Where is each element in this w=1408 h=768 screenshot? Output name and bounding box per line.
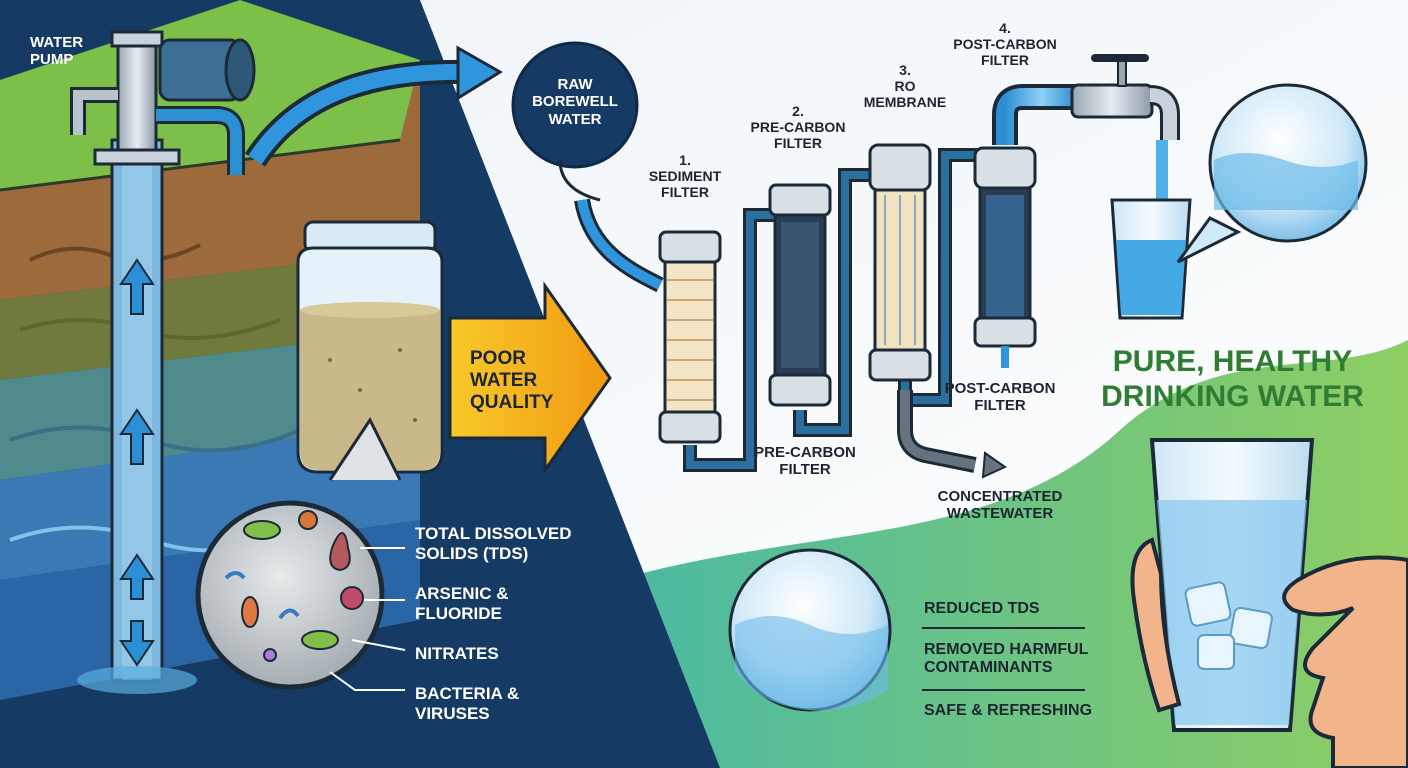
post-carbon-lower-label: POST-CARBON FILTER <box>935 380 1065 415</box>
contaminant-tds: TOTAL DISSOLVED SOLIDS (TDS) <box>415 524 571 563</box>
contaminant-nitrates: NITRATES <box>415 644 499 664</box>
raw-line-1: RAW <box>557 76 593 93</box>
stage-2-label: 2. PRE-CARBON FILTER <box>738 103 858 151</box>
poor-quality-callout: POOR WATER QUALITY <box>470 348 560 414</box>
raw-line-3: WATER <box>548 110 602 128</box>
water-closeup-bubble <box>1176 83 1368 264</box>
raw-line-2: BOREWELL <box>532 93 618 111</box>
hand-with-glass <box>1130 438 1408 768</box>
pre-carbon-lower-1: PRE-CARBON <box>754 444 856 461</box>
arsenic-line-1: ARSENIC & <box>415 584 509 603</box>
germ-icon <box>340 586 364 610</box>
virus-icon <box>329 532 351 572</box>
stage-2-name-2: FILTER <box>774 135 822 152</box>
stage-3-label: 3. RO MEMBRANE <box>850 62 960 110</box>
bacteria-line-2: VIRUSES <box>415 703 490 723</box>
headline-line-1: PURE, HEALTHY <box>1112 345 1353 378</box>
water-pump <box>70 30 256 175</box>
pre-carbon-lower-2: FILTER <box>779 461 831 479</box>
post-carbon-lower-1: POST-CARBON <box>944 380 1056 397</box>
pump-label-line-1: WATER <box>30 34 84 51</box>
stage-3-name-2: MEMBRANE <box>863 94 947 111</box>
arsenic-line-2: FLUORIDE <box>415 603 502 623</box>
raw-water-label: RAW BOREWELL WATER <box>520 76 630 128</box>
stage-4-name-1: POST-CARBON <box>953 36 1057 53</box>
ice-cube-icon <box>1184 581 1232 627</box>
water-jar <box>296 220 444 474</box>
hand-icon <box>1282 555 1408 768</box>
contaminant-bacteria: BACTERIA & VIRUSES <box>415 684 519 723</box>
benefit-3-text: SAFE & REFRESHING <box>924 702 1093 719</box>
stage-1-label: 1. SEDIMENT FILTER <box>630 152 740 200</box>
benefit-safe-refreshing: SAFE & REFRESHING <box>924 702 1134 720</box>
pre-carbon-lower-label: PRE-CARBON FILTER <box>740 444 870 479</box>
stage-3-name-1: RO <box>894 78 916 95</box>
raw-water-bubble <box>511 41 664 293</box>
poor-quality-arrow <box>448 281 612 475</box>
filter-stages <box>658 84 1078 479</box>
benefit-1-text: REDUCED TDS <box>924 600 1040 617</box>
contaminant-leader-lines <box>329 547 406 691</box>
contaminant-arsenic: ARSENIC & FLUORIDE <box>415 584 509 623</box>
pure-water-headline: PURE, HEALTHY DRINKING WATER <box>1090 345 1375 414</box>
bacteria-icon <box>243 520 281 540</box>
stage-1-name-1: SEDIMENT <box>648 168 722 185</box>
flow-arrow <box>248 63 471 165</box>
bacteria-line-1: BACTERIA & <box>415 684 520 703</box>
post-carbon-lower-2: FILTER <box>974 397 1026 415</box>
microbe-icon <box>298 510 318 530</box>
stage-4-label: 4. POST-CARBON FILTER <box>940 20 1070 68</box>
headline-line-2: DRINKING WATER <box>1101 379 1364 413</box>
tds-line-2: SOLIDS (TDS) <box>415 543 529 563</box>
waste-line-1: CONCENTRATED <box>937 488 1063 505</box>
faucet-icon <box>1070 83 1154 119</box>
tds-line-1: TOTAL DISSOLVED <box>415 524 572 543</box>
benefit-dividers <box>922 627 1085 691</box>
poor-quality-text: POOR WATER QUALITY <box>470 348 554 413</box>
benefit-reduced-tds: REDUCED TDS <box>924 600 1094 618</box>
wastewater-label: CONCENTRATED WASTEWATER <box>920 488 1080 523</box>
water-drop-circle <box>728 548 892 712</box>
benefit-2-text: REMOVED HARMFUL CONTAMINANTS <box>924 641 1089 677</box>
stage-4-number: 4. <box>999 20 1011 36</box>
nitrates-line: NITRATES <box>415 644 499 663</box>
stage-2-name-1: PRE-CARBON <box>750 119 846 136</box>
water-pump-label: WATER PUMP <box>30 34 83 69</box>
waste-line-2: WASTEWATER <box>946 505 1054 523</box>
benefit-removed-contaminants: REMOVED HARMFUL CONTAMINANTS <box>924 641 1134 678</box>
stage-1-name-2: FILTER <box>661 184 709 201</box>
tap-and-glass <box>1070 54 1192 320</box>
contaminant-magnifier <box>195 417 402 690</box>
stage-4-name-2: FILTER <box>981 52 1029 69</box>
stage-1-number: 1. <box>679 152 691 168</box>
stage-2-number: 2. <box>792 103 804 119</box>
pump-label-line-2: PUMP <box>30 51 74 69</box>
stage-3-number: 3. <box>899 62 911 78</box>
